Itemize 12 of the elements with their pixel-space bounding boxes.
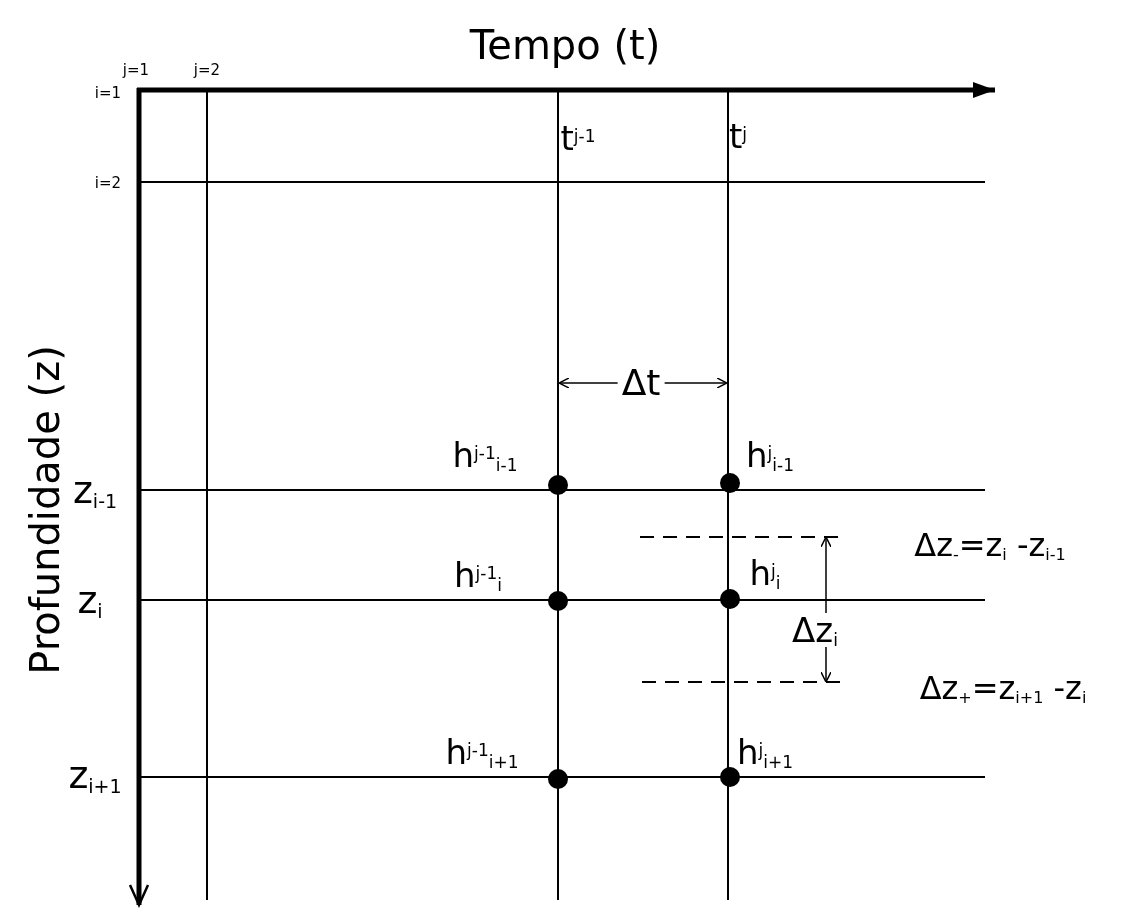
axis-title: Profundidade (z) <box>25 345 65 675</box>
time-label: t$^{j-1}$ <box>560 121 596 155</box>
depth-label: z$_{i}$ <box>77 581 103 619</box>
formula: Δz$_{+}$=z$_{i+1}$ -z$_{i}$ <box>919 672 1087 704</box>
index-label: i=1 <box>94 85 122 101</box>
index-label: j=2 <box>193 62 221 78</box>
depth-label: z$_{i+1}$ <box>68 756 122 794</box>
depth-label: z$_{i-1}$ <box>72 471 118 509</box>
time-label: t$^{j}$ <box>728 119 748 153</box>
formula: Δz$_{-}$=z$_{i}$ -z$_{i-1}$ <box>914 529 1066 561</box>
index-label: j=1 <box>122 62 150 78</box>
index-label: i=2 <box>94 175 122 191</box>
